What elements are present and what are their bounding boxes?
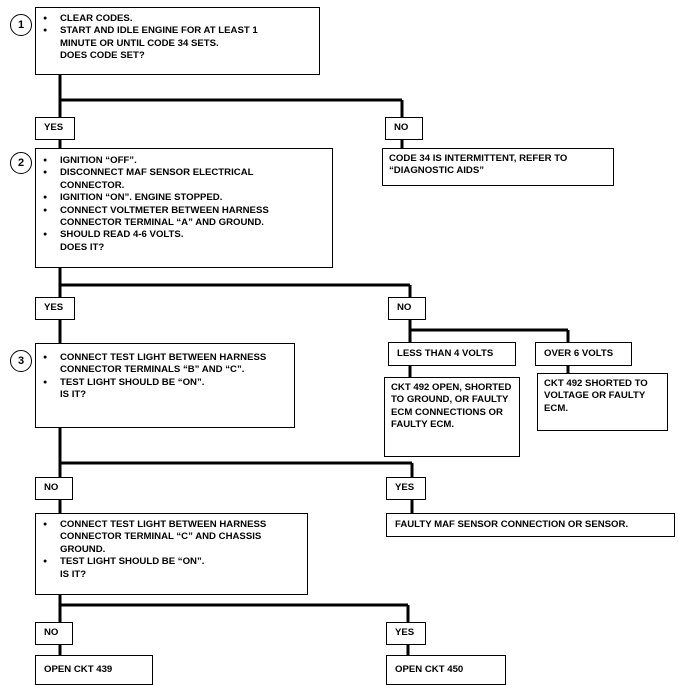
step-1-question: DOES CODE SET? — [60, 50, 145, 62]
step-4-yes-label: YES — [386, 622, 426, 645]
step-1-yes-label: YES — [35, 117, 75, 140]
step-3-no-label: NO — [35, 477, 73, 500]
step-1-box: CLEAR CODES. START AND IDLE ENGINE FOR A… — [35, 7, 320, 75]
step-3-item: TEST LIGHT SHOULD BE “ON”. — [40, 377, 290, 390]
step-2-item: DISCONNECT MAF SENSOR ELECTRICAL CONNECT… — [40, 167, 285, 192]
result-code-34-intermittent: CODE 34 IS INTERMITTENT, REFER TO “DIAGN… — [382, 148, 614, 186]
step-2-item: IGNITION “OFF”. — [40, 155, 328, 168]
step-2-item: SHOULD READ 4-6 VOLTS. — [40, 229, 328, 242]
result-ckt-492-open: CKT 492 OPEN, SHORTED TO GROUND, OR FAUL… — [384, 377, 520, 457]
step-2-yes-label: YES — [35, 297, 75, 320]
step-3-box: CONNECT TEST LIGHT BETWEEN HARNESS CONNE… — [35, 343, 295, 428]
step-2-box: IGNITION “OFF”. DISCONNECT MAF SENSOR EL… — [35, 148, 333, 268]
result-ckt-492-shorted: CKT 492 SHORTED TO VOLTAGE OR FAULTY ECM… — [537, 373, 668, 431]
result-open-ckt-450: OPEN CKT 450 — [386, 655, 506, 685]
step-4-no-label: NO — [35, 622, 73, 645]
step-2-no-label: NO — [388, 297, 426, 320]
step-number-2: 2 — [10, 152, 32, 174]
step-4-question: IS IT? — [60, 568, 87, 580]
result-faulty-maf-sensor: FAULTY MAF SENSOR CONNECTION OR SENSOR. — [386, 513, 675, 537]
step-4-item: TEST LIGHT SHOULD BE “ON”. — [40, 556, 303, 569]
step-2-question: DOES IT? — [60, 241, 105, 253]
step-3-yes-label: YES — [386, 477, 426, 500]
step-1-item: CLEAR CODES. — [40, 13, 315, 26]
step-3-question: IS IT? — [60, 389, 87, 401]
step-4-item: CONNECT TEST LIGHT BETWEEN HARNESS CONNE… — [40, 519, 303, 556]
step-2-item: IGNITION “ON”. ENGINE STOPPED. — [40, 192, 328, 205]
step-number-1: 1 — [10, 14, 32, 36]
step-2-item: CONNECT VOLTMETER BETWEEN HARNESS CONNEC… — [40, 205, 328, 230]
over-6-volts-label: OVER 6 VOLTS — [535, 342, 632, 366]
less-than-4-volts-label: LESS THAN 4 VOLTS — [388, 342, 516, 366]
result-open-ckt-439: OPEN CKT 439 — [35, 655, 153, 685]
step-1-item: START AND IDLE ENGINE FOR AT LEAST 1 MIN… — [40, 25, 290, 50]
step-1-no-label: NO — [385, 117, 423, 140]
step-3-item: CONNECT TEST LIGHT BETWEEN HARNESS CONNE… — [40, 352, 282, 377]
step-4-box: CONNECT TEST LIGHT BETWEEN HARNESS CONNE… — [35, 513, 308, 595]
step-number-3: 3 — [10, 350, 32, 372]
